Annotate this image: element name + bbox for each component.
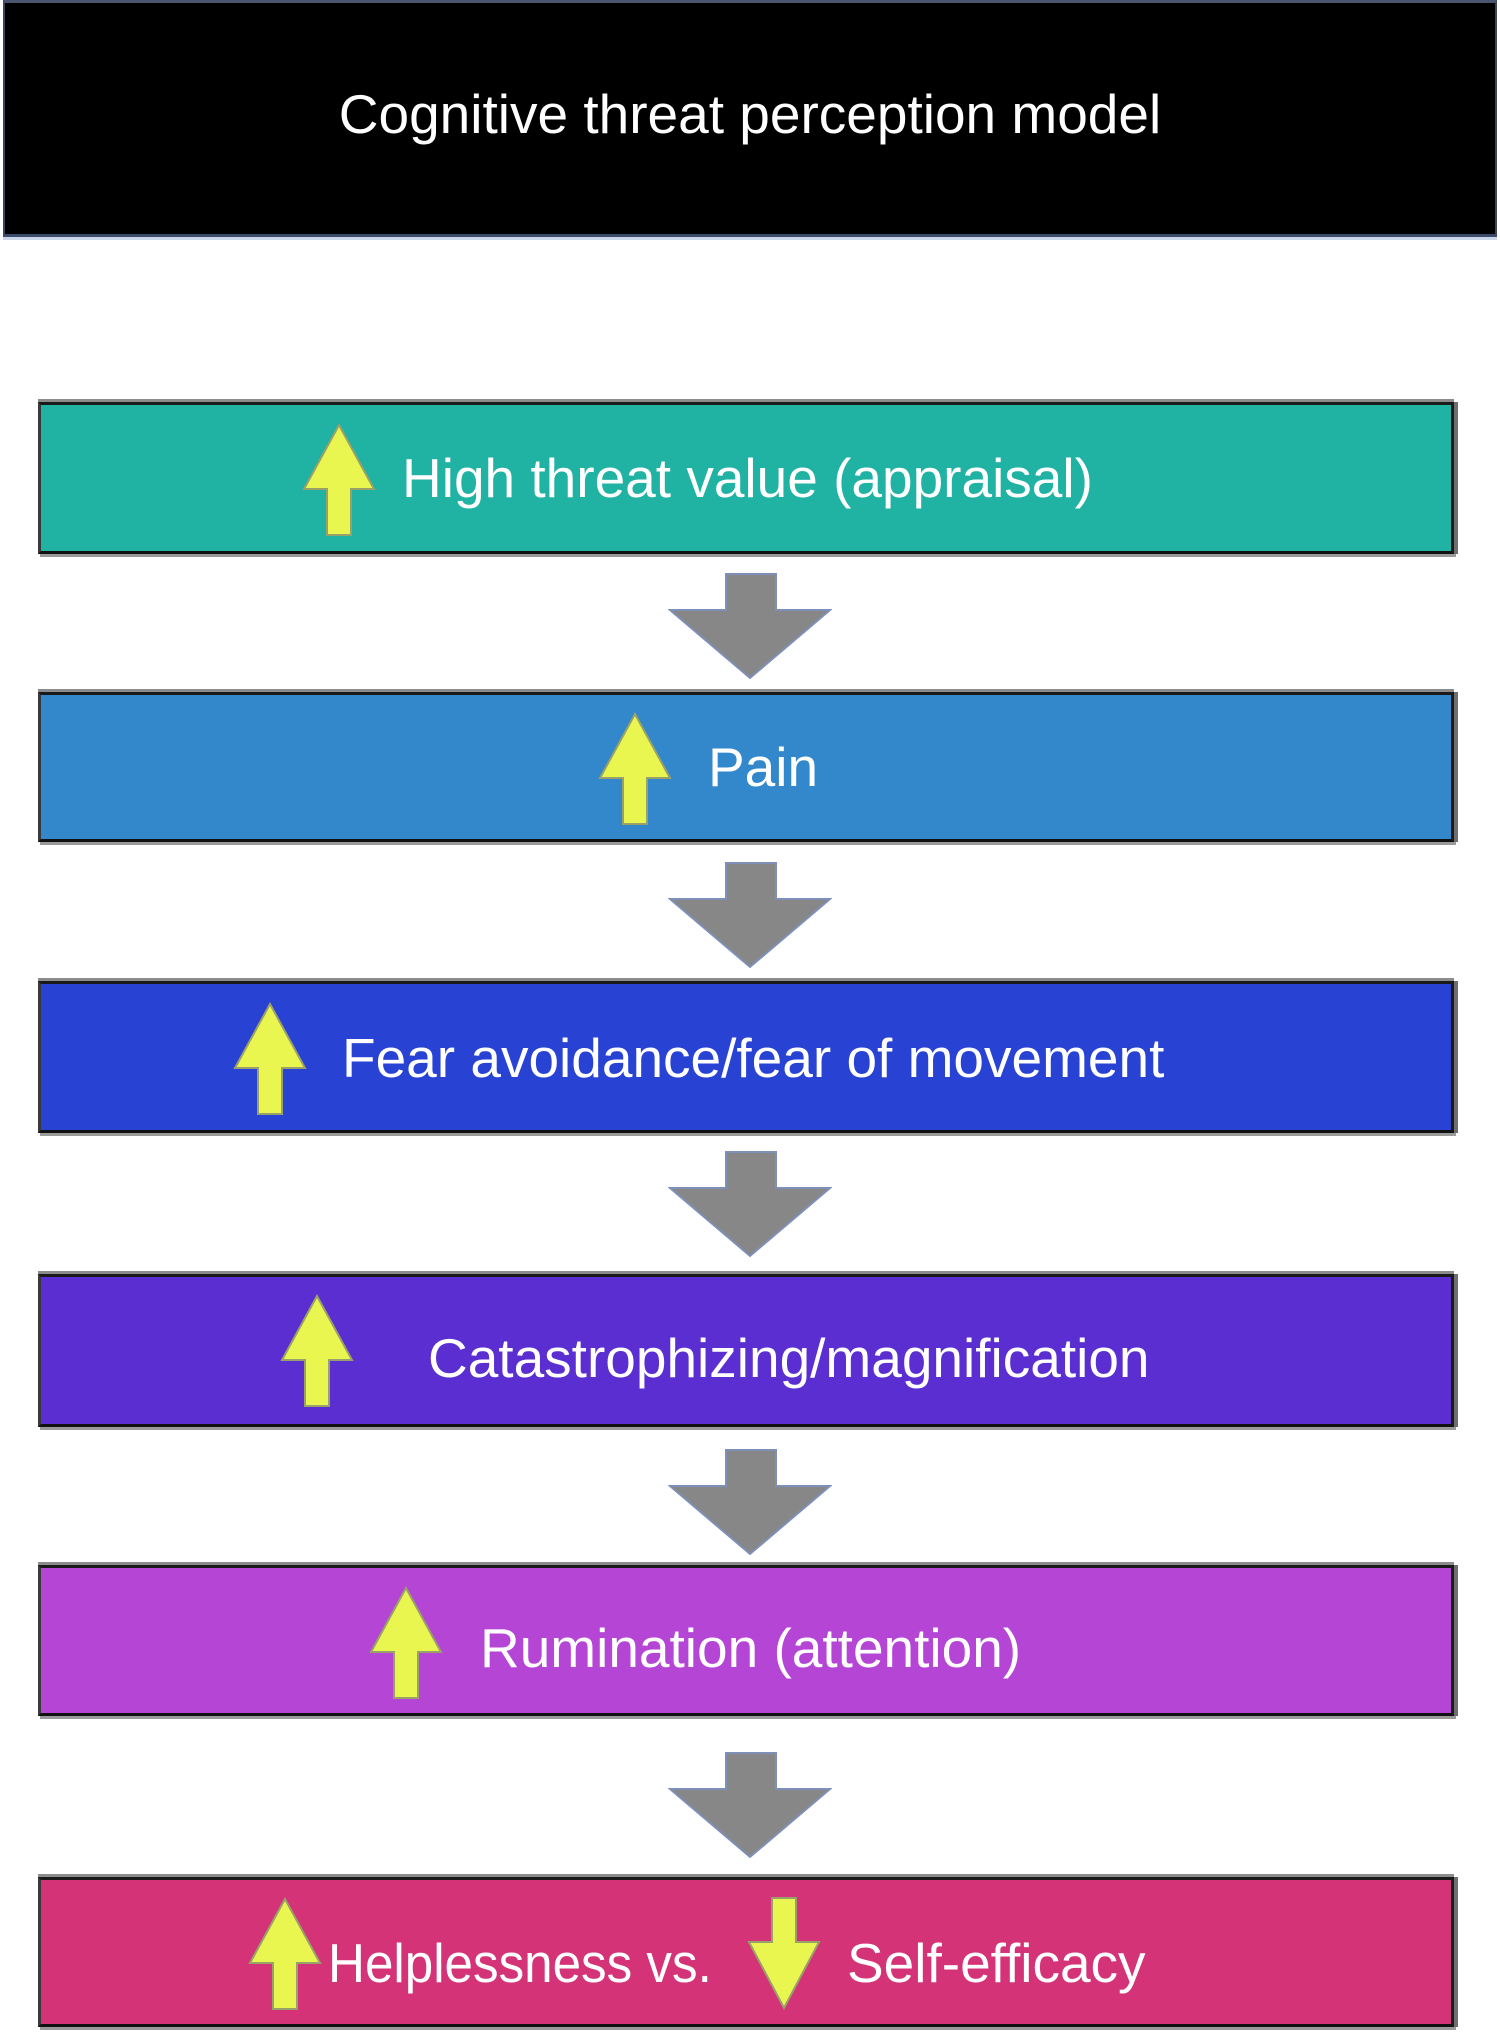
step-label-fear-avoidance: Fear avoidance/fear of movement [342,1027,1165,1089]
down-arrow-connector-icon [668,1752,832,1859]
down-arrow-connector-icon [668,862,832,969]
step-box-high-threat-value [38,402,1454,554]
decrease-arrow-icon [747,1897,821,2010]
step-label-high-threat-value: High threat value (appraisal) [402,447,1093,509]
step-label-helplessness: Helplessness vs. [328,1932,712,1994]
increase-arrow-icon [233,1002,307,1115]
step-label-catastrophizing: Catastrophizing/magnification [428,1327,1150,1389]
step-box-rumination [38,1565,1454,1716]
step-box-catastrophizing [38,1274,1454,1427]
increase-arrow-icon [369,1586,443,1699]
increase-arrow-icon [280,1294,354,1407]
step-box-pain [38,692,1454,842]
down-arrow-connector-icon [668,1151,832,1258]
down-arrow-connector-icon [668,1449,832,1556]
title-banner: Cognitive threat perception model [3,0,1497,237]
increase-arrow-icon [302,423,376,536]
increase-arrow-icon [598,712,672,825]
increase-arrow-icon [248,1897,322,2010]
step-label-pain: Pain [708,736,819,798]
down-arrow-connector-icon [668,573,832,680]
step-label-rumination: Rumination (attention) [480,1617,1022,1679]
step-label-self-efficacy: Self-efficacy [847,1932,1146,1994]
diagram-title: Cognitive threat perception model [338,83,1162,145]
